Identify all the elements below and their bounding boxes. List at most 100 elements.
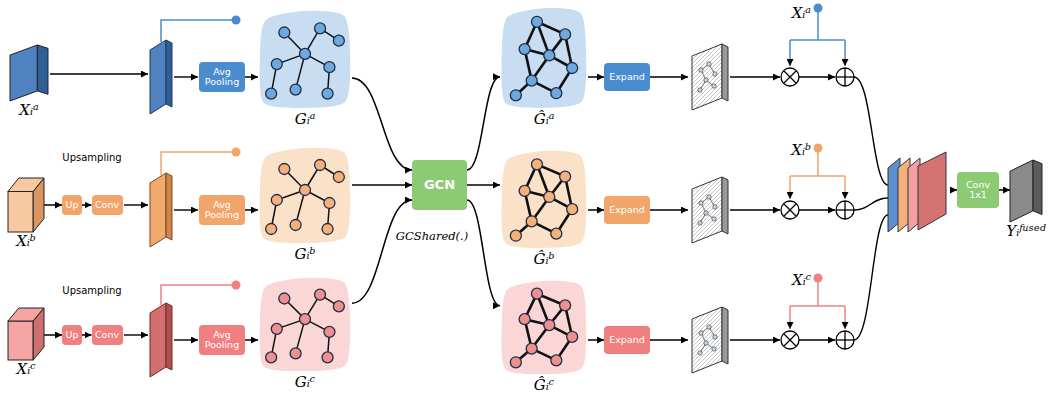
pooling-box: Avg Pooling xyxy=(199,62,245,92)
graph-node xyxy=(322,224,333,235)
connector-arrow xyxy=(588,209,604,211)
graph-node xyxy=(271,323,282,334)
cube-front xyxy=(8,321,33,360)
graph-node xyxy=(279,164,290,175)
output-feature-map xyxy=(692,307,728,373)
connector-arrow xyxy=(82,204,92,206)
box-text: Conv 1x1 xyxy=(960,180,996,201)
graph-node xyxy=(544,191,555,202)
graph-node xyxy=(266,88,277,99)
cube-side xyxy=(33,178,44,232)
graph-region: Ĝᵢᵃ xyxy=(500,5,588,110)
input-feature-map: Xᵢᵇ xyxy=(8,178,44,232)
math-label: Ĝᵢᶜ xyxy=(534,377,554,394)
conv-box: Conv xyxy=(92,195,123,215)
shape-outline xyxy=(8,308,44,360)
graph-nodes xyxy=(266,160,345,235)
math-label: Xᵢᵇ xyxy=(16,233,36,250)
math-label: Gᵢᵃ xyxy=(295,111,316,128)
graph-links xyxy=(516,22,572,96)
map-face xyxy=(150,303,166,377)
map-slab xyxy=(918,152,946,230)
connector-arrow xyxy=(467,200,500,306)
map-side xyxy=(166,303,172,370)
feature-map-c xyxy=(150,303,172,377)
graph-node xyxy=(333,172,344,183)
connector-arrow xyxy=(245,339,258,341)
math-label: Xᵢᶜ xyxy=(17,361,36,378)
expand-box: Expand xyxy=(604,326,650,354)
feature-map-b xyxy=(150,173,172,247)
shape-outline xyxy=(10,45,48,101)
shape-outline xyxy=(1010,160,1042,222)
connector-arrow xyxy=(82,334,92,336)
connector-arrow xyxy=(44,204,62,206)
skip-input-label: Xᵢᵃ xyxy=(792,5,811,22)
math-label: Gᵢᶜ xyxy=(295,374,315,391)
graph-nodes xyxy=(266,23,345,99)
graph-node xyxy=(567,204,578,215)
map-side xyxy=(1033,160,1042,215)
shape-outline xyxy=(258,145,352,245)
conv-box: Conv 1x1 xyxy=(957,172,999,208)
merge-lines xyxy=(854,77,888,340)
concatenated-maps xyxy=(888,152,946,232)
graph-region: Gᵢᵃ xyxy=(258,8,352,110)
graph-node xyxy=(266,224,277,235)
output-feature-map xyxy=(692,177,728,243)
skip-dot xyxy=(814,144,823,153)
graph-node xyxy=(315,160,326,171)
box-text: Up xyxy=(66,200,79,210)
graph-nodes xyxy=(510,159,577,241)
graph-node xyxy=(531,16,542,27)
graph-node xyxy=(300,48,311,59)
math-label: Ĝᵢᵇ xyxy=(534,251,555,268)
map-side xyxy=(166,40,172,107)
connector-arrow xyxy=(588,339,604,341)
multiply-symbol xyxy=(781,201,799,219)
graph-node xyxy=(531,159,542,170)
graph-node xyxy=(324,62,335,73)
connector-arrow xyxy=(588,76,604,78)
connector-arrow xyxy=(44,334,62,336)
upsample-box: Up xyxy=(62,195,82,215)
graph-node xyxy=(510,357,521,368)
shape-outline xyxy=(8,178,44,232)
expand-box: Expand xyxy=(604,196,650,224)
graph-node xyxy=(567,63,578,74)
map-face xyxy=(150,40,166,114)
region-outline xyxy=(260,148,351,243)
region-outline xyxy=(260,11,351,108)
box-text: Avg Pooling xyxy=(202,330,242,351)
graph-node xyxy=(526,75,537,86)
graph-nodes xyxy=(510,288,577,368)
graph-node xyxy=(333,35,344,46)
graph-node xyxy=(271,59,282,70)
shape-outline xyxy=(500,278,588,376)
box-text: Expand xyxy=(609,72,645,82)
tap-dot xyxy=(232,148,241,157)
box-text: Conv xyxy=(95,200,119,210)
graph-links xyxy=(271,165,339,229)
box-text: Conv xyxy=(95,330,119,340)
graph-node xyxy=(560,29,571,40)
function-label: GCShared(.) xyxy=(395,230,469,243)
tap-dot xyxy=(232,16,241,25)
math-label: Ĝᵢᵃ xyxy=(534,111,555,128)
region-outline xyxy=(501,151,586,248)
operation-label: Upsampling xyxy=(62,285,121,296)
graph-region: Ĝᵢᵇ xyxy=(500,148,588,250)
math-label: Gᵢᵇ xyxy=(295,246,316,263)
map-face xyxy=(10,45,37,101)
graph-node xyxy=(510,230,521,241)
shape-outline xyxy=(258,275,352,373)
graph-node xyxy=(560,300,571,311)
graph-node xyxy=(567,331,578,342)
map-face xyxy=(1010,160,1033,222)
region-outline xyxy=(501,8,586,108)
map-side xyxy=(166,173,172,240)
pooling-box: Avg Pooling xyxy=(199,195,245,225)
graph-node xyxy=(551,88,562,99)
connector-arrow xyxy=(467,77,500,170)
graph-links xyxy=(271,295,339,358)
